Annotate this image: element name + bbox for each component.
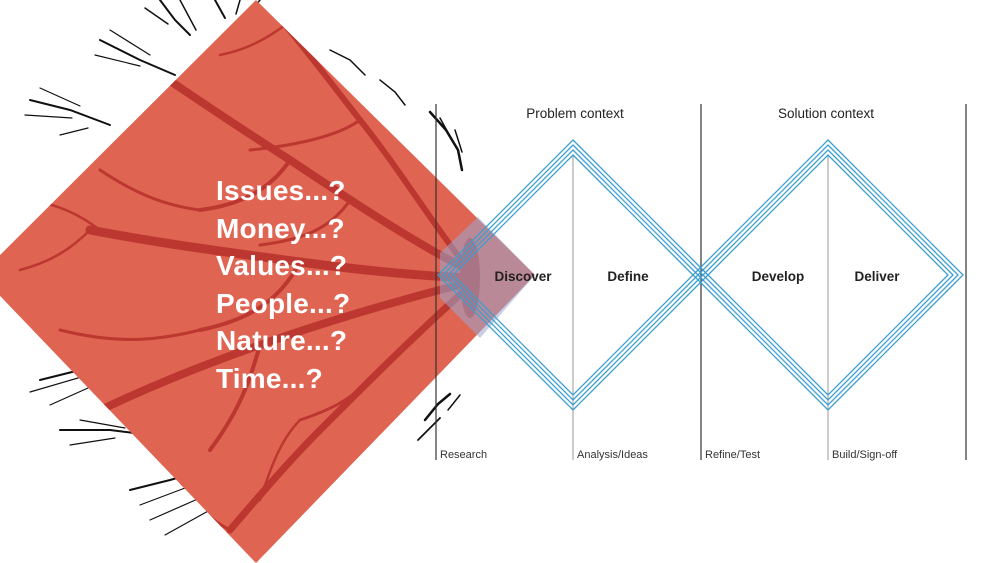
question-nature: Nature...? (216, 325, 348, 356)
activity-research: Research (440, 449, 487, 461)
question-issues: Issues...? (216, 175, 346, 206)
overlap-region (440, 217, 535, 338)
double-diamond-outline (437, 139, 964, 411)
question-values: Values...? (216, 250, 348, 281)
solution-context-label: Solution context (778, 106, 874, 121)
activity-build: Build/Sign-off (832, 449, 898, 461)
question-list: Issues...? Money...? Values...? People..… (216, 172, 350, 397)
question-time: Time...? (216, 362, 323, 394)
phase-deliver: Deliver (854, 269, 900, 284)
tree-branches-top (214, 0, 464, 441)
phase-define: Define (607, 269, 649, 284)
problem-context-label: Problem context (526, 106, 624, 121)
activity-refine: Refine/Test (705, 449, 760, 461)
tree-diamond (0, 0, 535, 563)
question-people: People...? (216, 287, 351, 319)
phase-develop: Develop (752, 269, 805, 284)
phase-discover: Discover (494, 269, 552, 284)
activity-analysis: Analysis/Ideas (577, 449, 648, 461)
question-money: Money...? (216, 212, 345, 244)
